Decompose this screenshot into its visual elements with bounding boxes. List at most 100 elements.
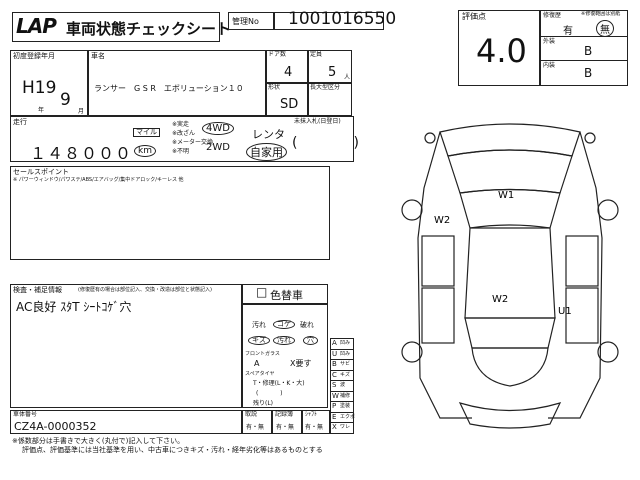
marks-label: T・修理(L・K・大) (253, 380, 305, 387)
inspector-note: (修復歴有の場合は部位記入、交換・改造は部位と状態記入) (78, 287, 212, 293)
legend-meaning: キズ (340, 371, 351, 378)
legend-meaning: 塗装 (340, 403, 351, 409)
mileage-opt3: ※メーター交換 (172, 139, 214, 146)
score-value: 4.0 (476, 32, 527, 70)
legend-code: S (332, 381, 337, 389)
legend-box (330, 338, 354, 434)
legend-code: B (332, 360, 337, 368)
body-value: SD (280, 97, 299, 112)
int-item-2: コゲ (273, 320, 295, 329)
shaft-box (302, 410, 330, 434)
legend-code: A (332, 339, 337, 347)
history-no-circled: 無 (596, 20, 614, 37)
reg-box (10, 50, 88, 116)
sheet-title: 車両状態チェックシート (66, 20, 232, 38)
unregistered-paren: ( ) (292, 135, 359, 151)
legend-code: U (332, 349, 338, 358)
left-side (417, 131, 472, 419)
car-name-label: 車名 (91, 52, 105, 60)
records-box (272, 410, 302, 434)
history-yes: 有 (563, 26, 573, 37)
legend-code: W (332, 391, 339, 400)
damage-mark-w2-left: W2 (434, 215, 450, 226)
legend-divider (330, 390, 354, 392)
front-glass-label: フロントガラス (245, 351, 280, 357)
logo-box (12, 12, 220, 42)
chassis-label: 車体番号 (13, 411, 38, 418)
roof-outline (439, 123, 581, 157)
mileage-opt2: ※改ざん (172, 130, 196, 137)
spare-label: スペアタイヤ (245, 371, 275, 377)
marks-line2: ( ) (256, 390, 283, 397)
capacity-label: 定員 (310, 51, 323, 58)
wheel-rl (401, 341, 423, 363)
car-name-box (88, 50, 266, 116)
interior-check-box (242, 304, 328, 408)
capacity-value: 5 (328, 65, 337, 80)
manual-box (242, 410, 272, 434)
score-label: 評価点 (462, 12, 486, 21)
legend-divider (330, 359, 354, 360)
rear-window (464, 317, 556, 349)
car-diagram: W1 W2 W2 U1 (401, 123, 619, 429)
rear-bumper (458, 402, 562, 429)
exterior-label: 外装 (543, 38, 556, 45)
history-box (540, 10, 628, 86)
legend-meaning: ワレ (340, 424, 351, 430)
remaining-label: 残り(L) (253, 400, 274, 407)
legend-meaning: サビ (340, 361, 351, 367)
legend-meaning: 凹み (340, 350, 351, 357)
int-item-3: 破れ (300, 321, 314, 329)
interior-label: 内装 (543, 62, 556, 69)
wheel-fl (401, 199, 423, 221)
legend-code: C (332, 370, 337, 379)
damage-mark-u1: U1 (558, 306, 572, 317)
mileage-box (10, 116, 354, 162)
legend-code: E (332, 412, 337, 421)
wheel-fr (597, 199, 619, 221)
size-box (308, 83, 352, 116)
sales-point-label: セールスポイント (13, 168, 69, 176)
int-item-1: 汚れ (252, 321, 266, 329)
legend-code: X (332, 423, 337, 431)
legend-divider (330, 348, 354, 350)
size-label: 長大型区分 (310, 84, 341, 91)
inspector-label: 検査・補足情報 (13, 286, 62, 294)
hood-outline (447, 149, 573, 194)
wheel-rr (597, 341, 619, 363)
int-item-4: キズ (248, 336, 270, 345)
legend-divider (330, 369, 354, 371)
legend-meaning: 凹み (340, 340, 351, 346)
doors-box (266, 50, 308, 83)
inspector-text: AC良好 ｽﾀT ｼｰﾄｺｹﾞ穴 (16, 300, 132, 314)
int-item-6: 穴 (303, 336, 318, 345)
reg-year-suffix: 年 (38, 107, 45, 114)
repaint-box (242, 284, 328, 304)
left-front-door (421, 235, 455, 287)
front-glass-x: X要す (290, 359, 312, 368)
manual-label: 取説 (245, 411, 258, 418)
repaint-checkbox: □ (256, 285, 268, 299)
interior-grade: B (584, 66, 593, 80)
score-box (458, 10, 540, 86)
damage-mark-w2-center: W2 (492, 294, 508, 305)
reg-month: 9 (60, 90, 71, 110)
reg-era: H19 (22, 78, 57, 98)
body-box (266, 83, 308, 116)
use-private: 自家用 (246, 143, 287, 161)
mileage-value: １４８０００ (30, 144, 133, 163)
footer-line1: ※係数部分は手書きで大きく(丸付で)記入して下さい。 (12, 437, 185, 445)
unregistered-label: 未抹入札(日登日) (294, 118, 341, 125)
right-front-door (565, 235, 599, 287)
history-note: ※修復範囲は別紙 (581, 11, 621, 17)
mileage-unit-km: km (134, 145, 156, 157)
mileage-label: 走行 (13, 118, 27, 126)
mileage-opt1: ※実走 (172, 121, 190, 128)
repaint-label: 色替車 (270, 289, 303, 302)
doors-label: ドア数 (268, 51, 287, 58)
records-value: 有・無 (276, 424, 295, 431)
legend-divider (330, 380, 354, 381)
right-side (548, 131, 603, 419)
logo: LAP (16, 14, 57, 38)
history-label: 修復歴 (543, 12, 562, 19)
